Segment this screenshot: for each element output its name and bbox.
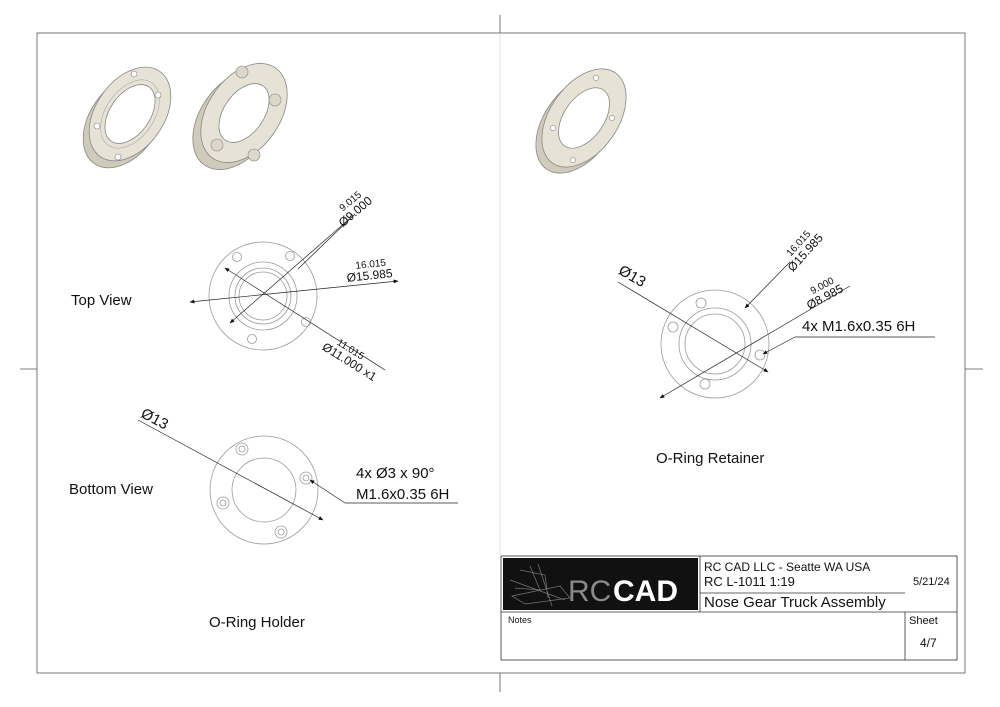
drawing-title: Nose Gear Truck Assembly <box>704 594 886 611</box>
sheet-label: Sheet <box>909 615 938 627</box>
retainer-iso <box>535 68 627 174</box>
retainer-view <box>660 289 770 399</box>
holder-top-dims <box>189 213 399 371</box>
sheet-number: 4/7 <box>920 636 937 650</box>
retainer-dims <box>617 261 935 399</box>
holder-bottom-view <box>209 435 319 545</box>
holder-iso-1 <box>82 66 172 169</box>
holder-dim-d2: 16.015 Ø15.985 <box>345 257 394 285</box>
top-view-label: Top View <box>71 292 132 309</box>
logo-cad: CAD <box>613 575 678 608</box>
sheet-border <box>20 15 983 692</box>
company-name: RC CAD LLC - Seatte WA USA <box>704 560 871 574</box>
holder-bottom-dims <box>137 419 458 521</box>
bottom-view-label: Bottom View <box>69 481 153 498</box>
retainer-part-label: O-Ring Retainer <box>656 450 765 467</box>
notes-label: Notes <box>508 615 532 625</box>
holder-hole-note-2: M1.6x0.35 6H <box>356 486 450 503</box>
model-scale: RC L-1011 1:19 <box>704 574 795 589</box>
drawing-date: 5/21/24 <box>913 576 950 588</box>
holder-hole-note-1: 4x Ø3 x 90° <box>356 465 435 482</box>
holder-part-label: O-Ring Holder <box>209 614 305 631</box>
retainer-hole-note: 4x M1.6x0.35 6H <box>802 318 916 335</box>
holder-iso-2 <box>192 63 288 170</box>
logo-rc: RC <box>568 575 611 608</box>
holder-top-view <box>208 241 318 351</box>
rc-cad-logo: RC CAD <box>503 558 698 610</box>
title-block <box>500 555 958 661</box>
